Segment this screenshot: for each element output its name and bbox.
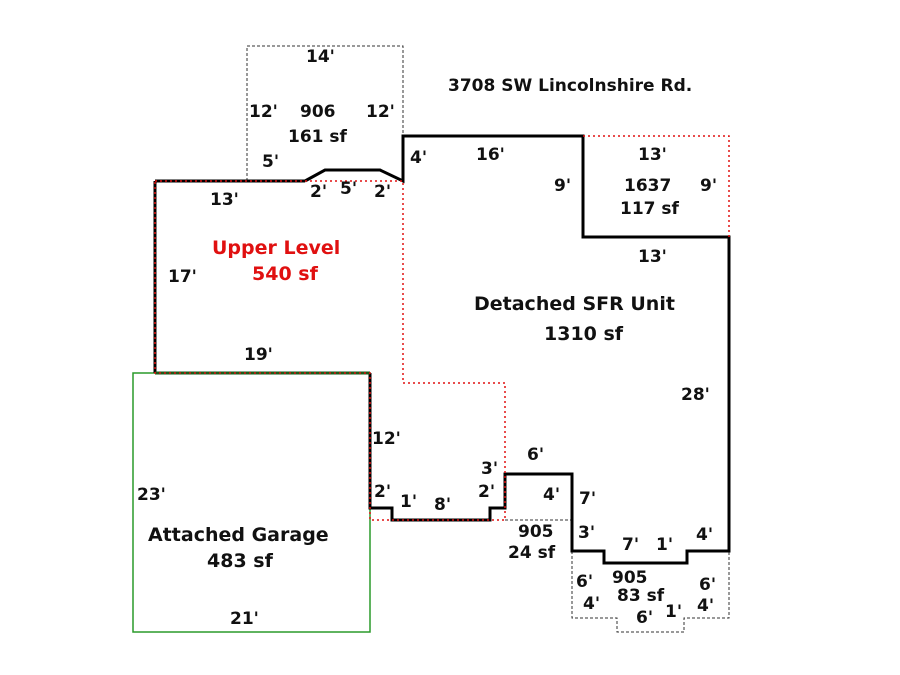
dim-label: 6' — [699, 575, 716, 595]
area-1637-size: 117 sf — [620, 199, 680, 219]
dim-label: 8' — [434, 495, 451, 515]
dim-label: 5' — [262, 152, 279, 172]
dim-label: 9' — [700, 176, 717, 196]
dim-label: 4' — [696, 525, 713, 545]
dim-label: 2' — [374, 182, 391, 202]
area-906-size: 161 sf — [288, 127, 348, 147]
dim-label: 3' — [481, 459, 498, 479]
dim-label: 2' — [374, 482, 391, 502]
dim-label: 4' — [697, 596, 714, 616]
area-905b-code: 905 — [612, 568, 648, 588]
dim-label: 13' — [638, 145, 667, 165]
dim-label: 12' — [366, 102, 395, 122]
dim-label: 7' — [622, 535, 639, 555]
dim-label: 6' — [636, 608, 653, 628]
dim-label: 3' — [578, 523, 595, 543]
dim-label: 21' — [230, 609, 259, 629]
area-906-code: 906 — [300, 102, 336, 122]
area-1637-code: 1637 — [624, 176, 671, 196]
dim-label: 9' — [554, 176, 571, 196]
area-905a-code: 905 — [518, 522, 554, 542]
dim-label: 2' — [310, 182, 327, 202]
dim-label: 16' — [476, 145, 505, 165]
dim-label: 13' — [638, 247, 667, 267]
upper-level-size: 540 sf — [252, 263, 319, 285]
area-906-outline — [246, 45, 404, 181]
area-905b-size: 83 sf — [617, 586, 665, 606]
upper-level-outline — [154, 180, 506, 521]
dim-label: 12' — [372, 429, 401, 449]
dim-label: 4' — [583, 594, 600, 614]
garage-name: Attached Garage — [148, 524, 329, 546]
dim-label: 23' — [137, 485, 166, 505]
dim-label: 1' — [400, 492, 417, 512]
dim-label: 7' — [579, 489, 596, 509]
dim-label: 1' — [665, 602, 682, 622]
sfr-name: Detached SFR Unit — [474, 293, 675, 315]
dim-label: 14' — [306, 47, 335, 67]
address-title: 3708 SW Lincolnshire Rd. — [448, 76, 692, 96]
garage-outline — [132, 372, 371, 633]
area-1637-outline — [583, 135, 730, 237]
dim-label: 28' — [681, 385, 710, 405]
garage-size: 483 sf — [207, 550, 274, 572]
upper-level-name: Upper Level — [212, 237, 340, 259]
dim-label: 1' — [656, 535, 673, 555]
dim-label: 19' — [244, 345, 273, 365]
dim-label: 12' — [249, 102, 278, 122]
dim-label: 6' — [576, 572, 593, 592]
dim-label: 6' — [527, 445, 544, 465]
area-905a-size: 24 sf — [508, 543, 556, 563]
sfr-size: 1310 sf — [544, 323, 624, 345]
dim-label: 2' — [478, 482, 495, 502]
dim-label: 4' — [543, 485, 560, 505]
dim-label: 4' — [410, 148, 427, 168]
dim-label: 5' — [340, 179, 357, 199]
dim-label: 13' — [210, 190, 239, 210]
dim-label: 17' — [168, 267, 197, 287]
